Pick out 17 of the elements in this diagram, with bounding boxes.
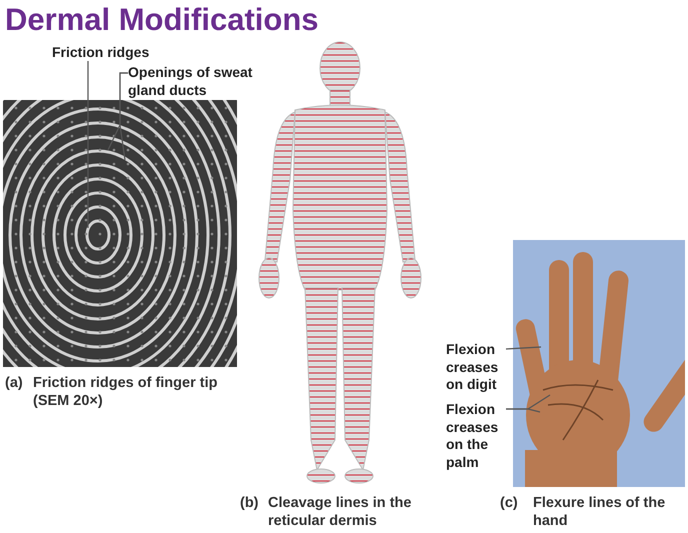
panel-caption: Cleavage lines in the reticular dermis	[268, 494, 412, 530]
callout-label: Flexion creases on the palm	[446, 401, 506, 471]
fingerprint-photo	[3, 100, 237, 367]
panel-letter: (b)	[240, 494, 260, 512]
leader-line	[506, 394, 550, 410]
panel-letter: (c)	[500, 494, 519, 512]
callout-label: Friction ridges	[52, 44, 162, 62]
leader-line	[119, 72, 128, 160]
panel-caption: Flexure lines of the hand	[533, 494, 666, 530]
leader-line	[87, 61, 89, 228]
leader-line	[506, 346, 542, 350]
callout-label: Openings of sweat gland ducts	[128, 64, 268, 99]
hand-photo	[513, 240, 685, 487]
panel-letter: (a)	[5, 374, 24, 392]
panel-caption: Friction ridges of finger tip (SEM 20×)	[33, 374, 218, 410]
callout-label: Flexion creases on digit	[446, 341, 506, 394]
diagram-title: Dermal Modifications	[5, 2, 318, 38]
